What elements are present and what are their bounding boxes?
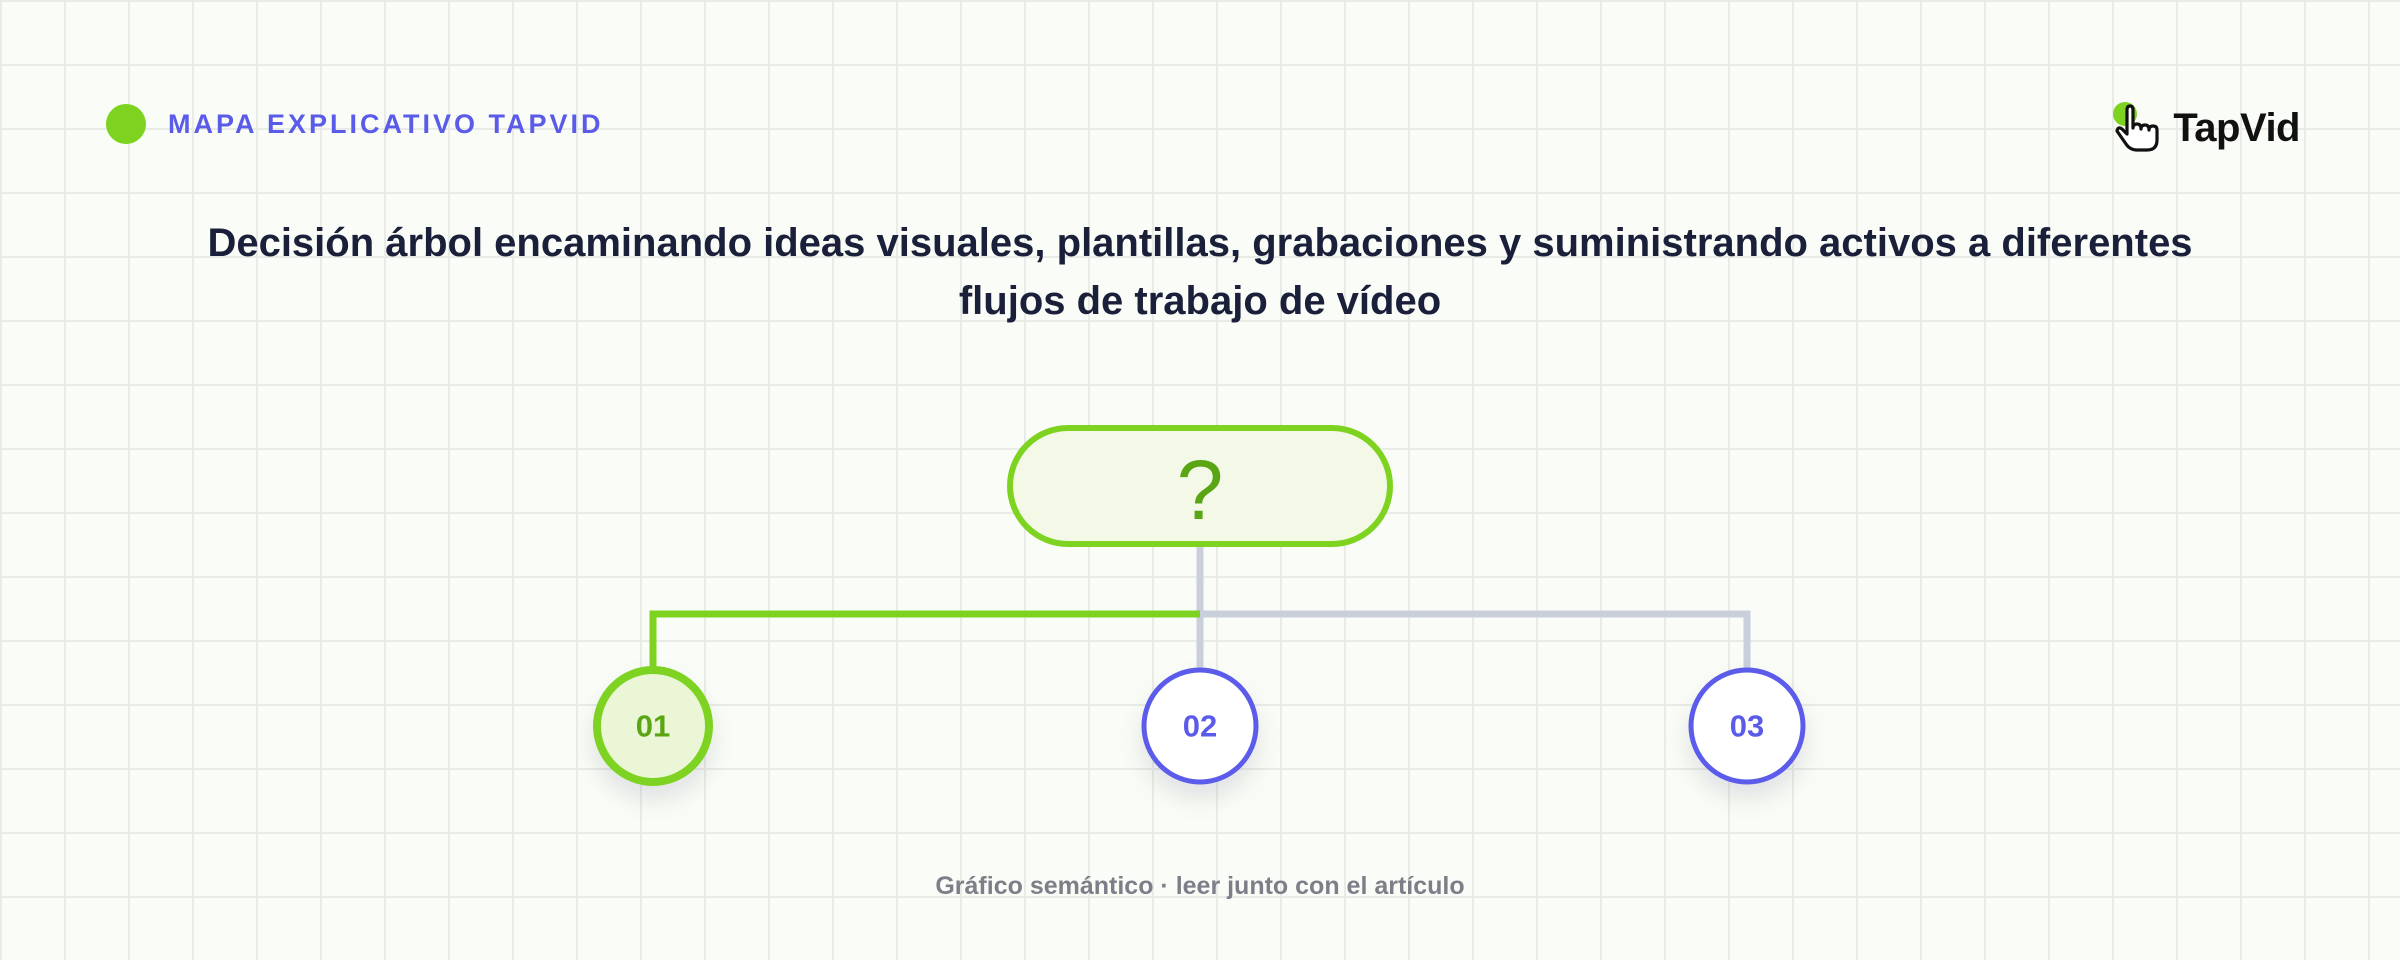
node-03-label: 03	[1730, 709, 1764, 744]
connector-to-node-03	[1200, 610, 1751, 672]
decision-node-02[interactable]: 02	[1141, 667, 1259, 785]
header-label: MAPA EXPLICATIVO TAPVID	[168, 108, 604, 139]
decision-node-03[interactable]: 03	[1688, 667, 1806, 785]
brand-name: TapVid	[2173, 105, 2300, 150]
root-node: ?	[1007, 425, 1393, 547]
node-01-label: 01	[636, 709, 670, 744]
root-node-label: ?	[1177, 443, 1224, 537]
pointer-hand-icon	[2111, 100, 2167, 156]
status-dot-icon	[106, 104, 146, 144]
footer-caption: Gráfico semántico · leer junto con el ar…	[935, 872, 1465, 900]
node-02-label: 02	[1183, 709, 1217, 744]
decision-node-01[interactable]: 01	[593, 666, 713, 786]
page-title: Decisión árbol encaminando ideas visuale…	[207, 221, 2193, 323]
connector-to-node-01	[649, 610, 1200, 672]
brand-logo: TapVid	[2111, 100, 2300, 156]
diagram-header: MAPA EXPLICATIVO TAPVID	[106, 104, 604, 144]
